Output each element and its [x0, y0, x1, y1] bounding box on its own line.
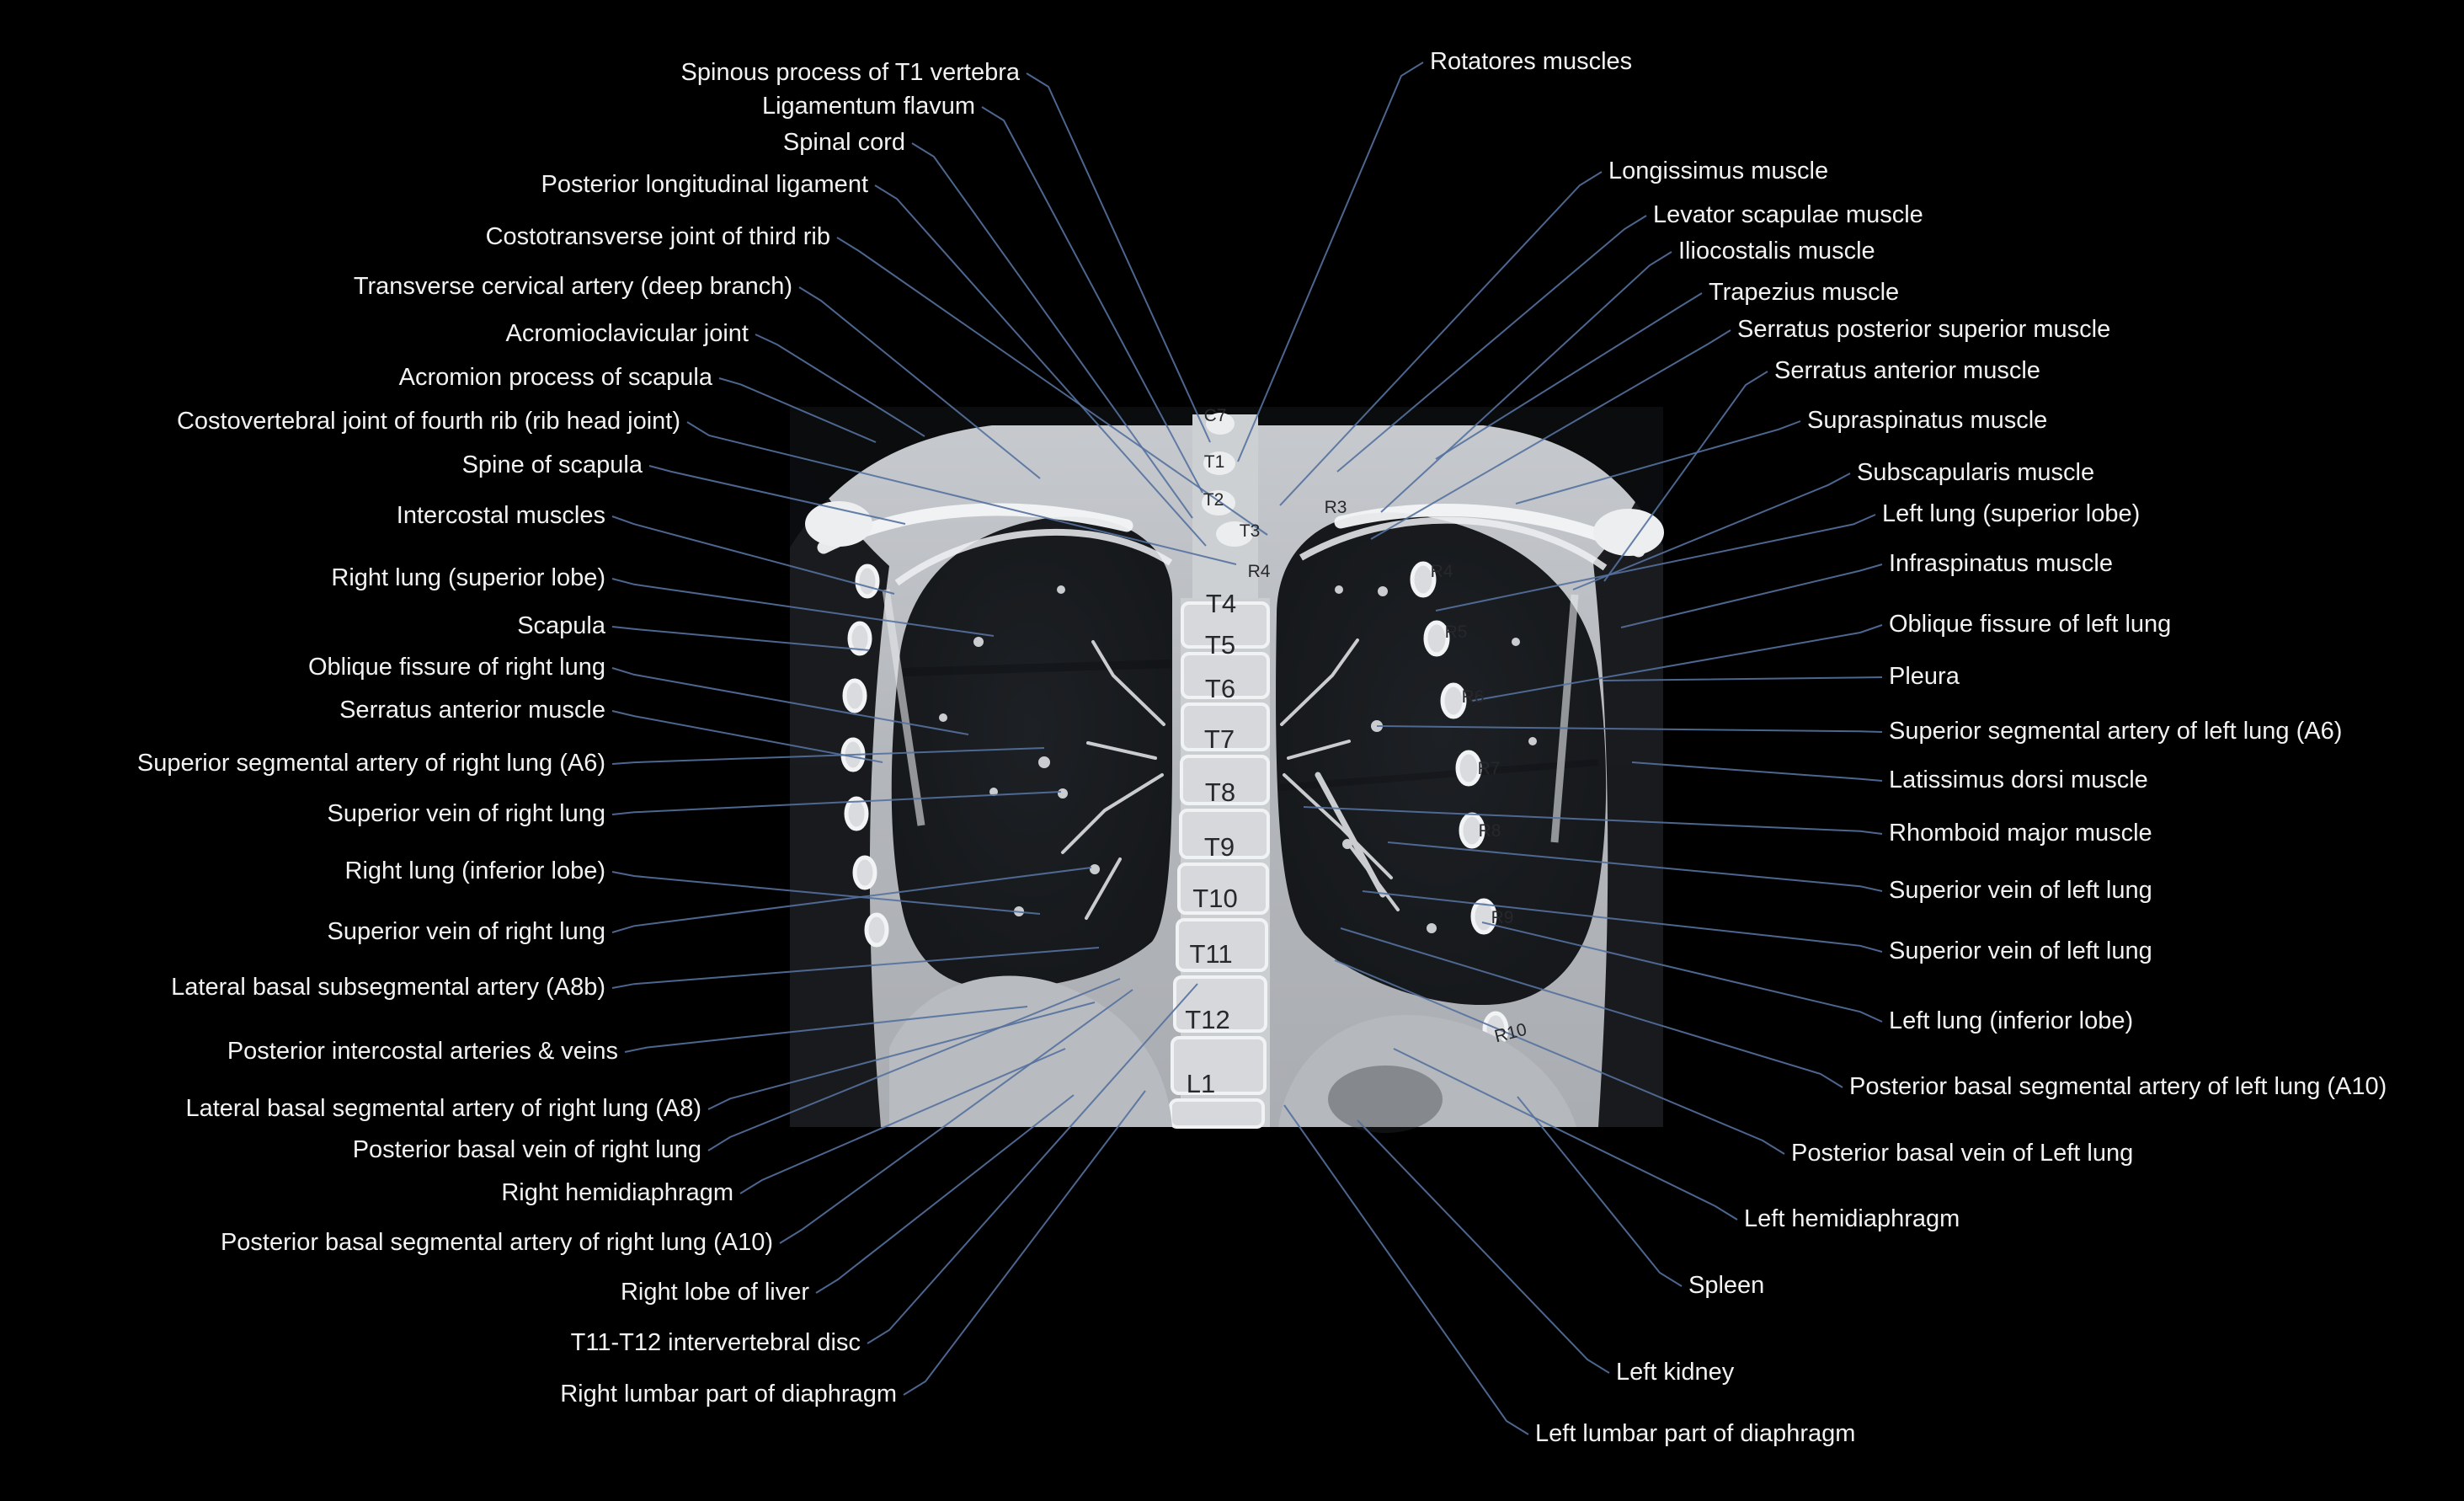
anatomy-label-left-lung-inferior-lobe: Left lung (inferior lobe): [1889, 1007, 2134, 1035]
anatomy-label-posterior-basal-vein-of-right-lung: Posterior basal vein of right lung: [352, 1136, 701, 1164]
rib-label-r4-6: R4: [1430, 562, 1453, 581]
rib-label-r4-5: R4: [1247, 562, 1271, 581]
vertebra-label-l1-22: L1: [1186, 1069, 1216, 1098]
rib-label-r8-10: R8: [1478, 821, 1501, 841]
rib-label-r6-8: R6: [1461, 687, 1485, 707]
anatomy-label-right-hemidiaphragm: Right hemidiaphragm: [501, 1179, 733, 1207]
anatomy-label-rotatores-muscles: Rotatores muscles: [1430, 48, 1633, 76]
vertebra-label-t10-19: T10: [1192, 884, 1238, 913]
anatomy-label-oblique-fissure-of-right-lung: Oblique fissure of right lung: [307, 654, 605, 681]
anatomy-label-longissimus-muscle: Longissimus muscle: [1608, 158, 1829, 185]
anatomy-label-costovertebral-joint-of-fourth-rib-rib-head-joint: Costovertebral joint of fourth rib (rib …: [176, 408, 680, 435]
anatomy-label-oblique-fissure-of-left-lung: Oblique fissure of left lung: [1889, 611, 2172, 638]
anatomy-label-spinal-cord: Spinal cord: [782, 129, 905, 157]
anatomy-label-left-lumbar-part-of-diaphragm: Left lumbar part of diaphragm: [1535, 1420, 1856, 1448]
anatomy-label-rhomboid-major-muscle: Rhomboid major muscle: [1889, 820, 2152, 847]
anatomy-label-superior-vein-of-right-lung: Superior vein of right lung: [327, 918, 605, 946]
anatomy-label-left-kidney: Left kidney: [1616, 1359, 1735, 1386]
rib-label-r7-9: R7: [1477, 759, 1501, 778]
vertebra-label-t12-21: T12: [1185, 1005, 1230, 1034]
vertebra-label-t2-2: T2: [1203, 490, 1224, 510]
anatomy-label-spleen: Spleen: [1688, 1272, 1765, 1300]
anatomy-label-superior-segmental-artery-of-left-lung-a6: Superior segmental artery of left lung (…: [1889, 718, 2343, 745]
anatomy-label-costotransverse-joint-of-third-rib: Costotransverse joint of third rib: [485, 223, 830, 251]
anatomy-label-right-lumbar-part-of-diaphragm: Right lumbar part of diaphragm: [560, 1381, 897, 1408]
anatomy-label-posterior-intercostal-arteries-veins: Posterior intercostal arteries & veins: [227, 1038, 618, 1066]
anatomy-label-infraspinatus-muscle: Infraspinatus muscle: [1889, 550, 2113, 578]
rib-label-r3-4: R3: [1324, 498, 1347, 517]
anatomy-label-superior-segmental-artery-of-right-lung-a6: Superior segmental artery of right lung …: [136, 750, 605, 777]
anatomy-label-posterior-basal-vein-of-left-lung: Posterior basal vein of Left lung: [1791, 1140, 2134, 1167]
vertebra-label-t8-17: T8: [1204, 777, 1236, 807]
anatomy-label-subscapularis-muscle: Subscapularis muscle: [1857, 459, 2095, 487]
anatomy-label-lateral-basal-segmental-artery-of-right-lung-a8: Lateral basal segmental artery of right …: [185, 1095, 701, 1123]
anatomy-label-latissimus-dorsi-muscle: Latissimus dorsi muscle: [1889, 767, 2148, 794]
left-lung-field: [1276, 512, 1607, 1006]
anatomy-label-serratus-anterior-muscle: Serratus anterior muscle: [339, 697, 605, 724]
anatomy-label-lateral-basal-subsegmental-artery-a8b: Lateral basal subsegmental artery (A8b): [171, 974, 605, 1002]
rib-label-r5-7: R5: [1444, 622, 1468, 642]
anatomy-label-superior-vein-of-left-lung: Superior vein of left lung: [1889, 937, 2152, 965]
anatomy-label-posterior-longitudinal-ligament: Posterior longitudinal ligament: [541, 171, 869, 199]
vertebra-label-t6-15: T6: [1204, 674, 1236, 703]
anatomy-label-right-lobe-of-liver: Right lobe of liver: [620, 1279, 809, 1306]
anatomy-label-iliocostalis-muscle: Iliocostalis muscle: [1678, 238, 1875, 265]
anatomy-label-trapezius-muscle: Trapezius muscle: [1709, 279, 1900, 307]
vertebra-label-t9-18: T9: [1203, 832, 1235, 862]
anatomy-label-serratus-anterior-muscle: Serratus anterior muscle: [1774, 357, 2040, 385]
anatomy-label-acromion-process-of-scapula: Acromion process of scapula: [398, 364, 712, 392]
vertebra-label-t4-13: T4: [1205, 589, 1237, 618]
vertebra-label-t11-20: T11: [1189, 939, 1233, 969]
anatomy-label-t11-t12-intervertebral-disc: T11-T12 intervertebral disc: [570, 1329, 861, 1357]
rib-label-r9-11: R9: [1491, 908, 1514, 927]
left-lung-fissure: [1279, 759, 1599, 791]
anatomy-label-superior-vein-of-right-lung: Superior vein of right lung: [327, 800, 605, 828]
vertebra-label-c7-0: C7: [1203, 406, 1227, 425]
anatomy-label-right-lung-superior-lobe: Right lung (superior lobe): [331, 564, 605, 592]
anatomy-label-spine-of-scapula: Spine of scapula: [461, 451, 643, 479]
anatomy-label-serratus-posterior-superior-muscle: Serratus posterior superior muscle: [1737, 316, 2111, 344]
anatomy-label-posterior-basal-segmental-artery-of-right-lung-a10: Posterior basal segmental artery of righ…: [220, 1229, 773, 1257]
vertebra-label-t3-3: T3: [1239, 521, 1261, 541]
anatomy-label-posterior-basal-segmental-artery-of-left-lung-a10: Posterior basal segmental artery of left…: [1849, 1073, 2387, 1101]
anatomy-label-superior-vein-of-left-lung: Superior vein of left lung: [1889, 877, 2152, 905]
anatomy-label-acromioclavicular-joint: Acromioclavicular joint: [505, 320, 749, 348]
vertebra-label-t1-1: T1: [1203, 452, 1225, 472]
vertebra-label-t5-14: T5: [1204, 630, 1236, 660]
vertebra-label-t7-16: T7: [1203, 724, 1235, 754]
anatomy-label-intercostal-muscles: Intercostal muscles: [396, 502, 605, 530]
anatomy-label-pleura: Pleura: [1889, 663, 1960, 691]
anatomy-label-scapula: Scapula: [517, 612, 605, 640]
anatomy-label-left-hemidiaphragm: Left hemidiaphragm: [1744, 1205, 1960, 1233]
anatomy-label-left-lung-superior-lobe: Left lung (superior lobe): [1882, 500, 2141, 528]
anatomy-label-levator-scapulae-muscle: Levator scapulae muscle: [1653, 201, 1923, 229]
anatomy-label-transverse-cervical-artery-deep-branch: Transverse cervical artery (deep branch): [353, 273, 792, 301]
anatomy-label-ligamentum-flavum: Ligamentum flavum: [761, 93, 975, 120]
anatomy-label-right-lung-inferior-lobe: Right lung (inferior lobe): [344, 857, 605, 885]
anatomy-label-supraspinatus-muscle: Supraspinatus muscle: [1807, 407, 2048, 435]
anatomy-label-spinous-process-of-t1-vertebra: Spinous process of T1 vertebra: [680, 59, 1020, 87]
